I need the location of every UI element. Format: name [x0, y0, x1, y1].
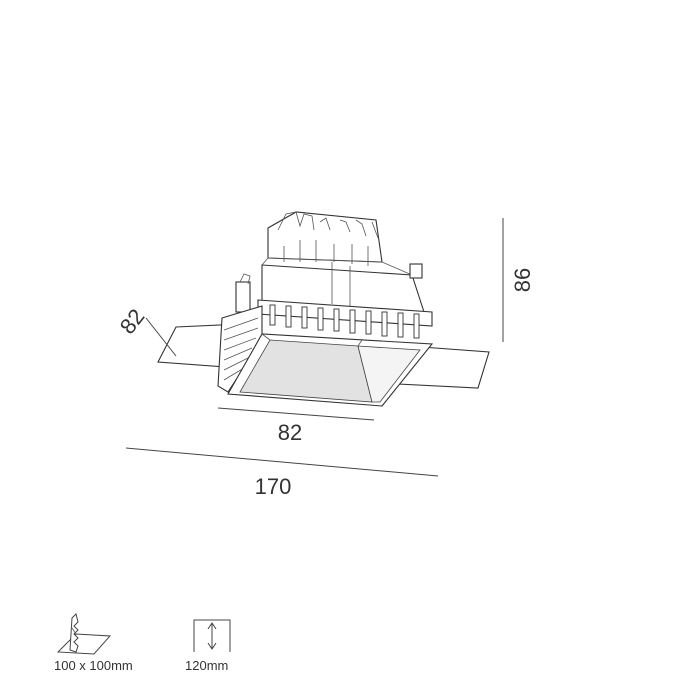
cooling-fins: [257, 299, 433, 339]
left-clip: [235, 281, 251, 313]
square-aperture: [227, 333, 434, 407]
recess-label: 120mm: [185, 658, 228, 673]
dimension-lines: [125, 218, 504, 477]
inner-width-dimension-line: [217, 407, 375, 421]
height-label: 86: [510, 268, 535, 292]
aperture-inner-wall: [357, 345, 421, 403]
ceiling-cutout-icon: [56, 613, 112, 655]
depth-label: 82: [115, 304, 150, 339]
recess-depth-icon: [193, 619, 231, 652]
cutout-label: 100 x 100mm: [54, 658, 133, 673]
inner-width-label: 82: [278, 420, 302, 445]
depth-dimension-line: [145, 317, 177, 357]
heat-sink-top: [267, 211, 383, 266]
overall-width-dimension-line: [125, 447, 439, 477]
fixture-illustration: [157, 211, 490, 407]
mounting-clips: [235, 263, 423, 313]
right-clip: [409, 263, 423, 279]
overall-width-label: 170: [255, 474, 292, 499]
